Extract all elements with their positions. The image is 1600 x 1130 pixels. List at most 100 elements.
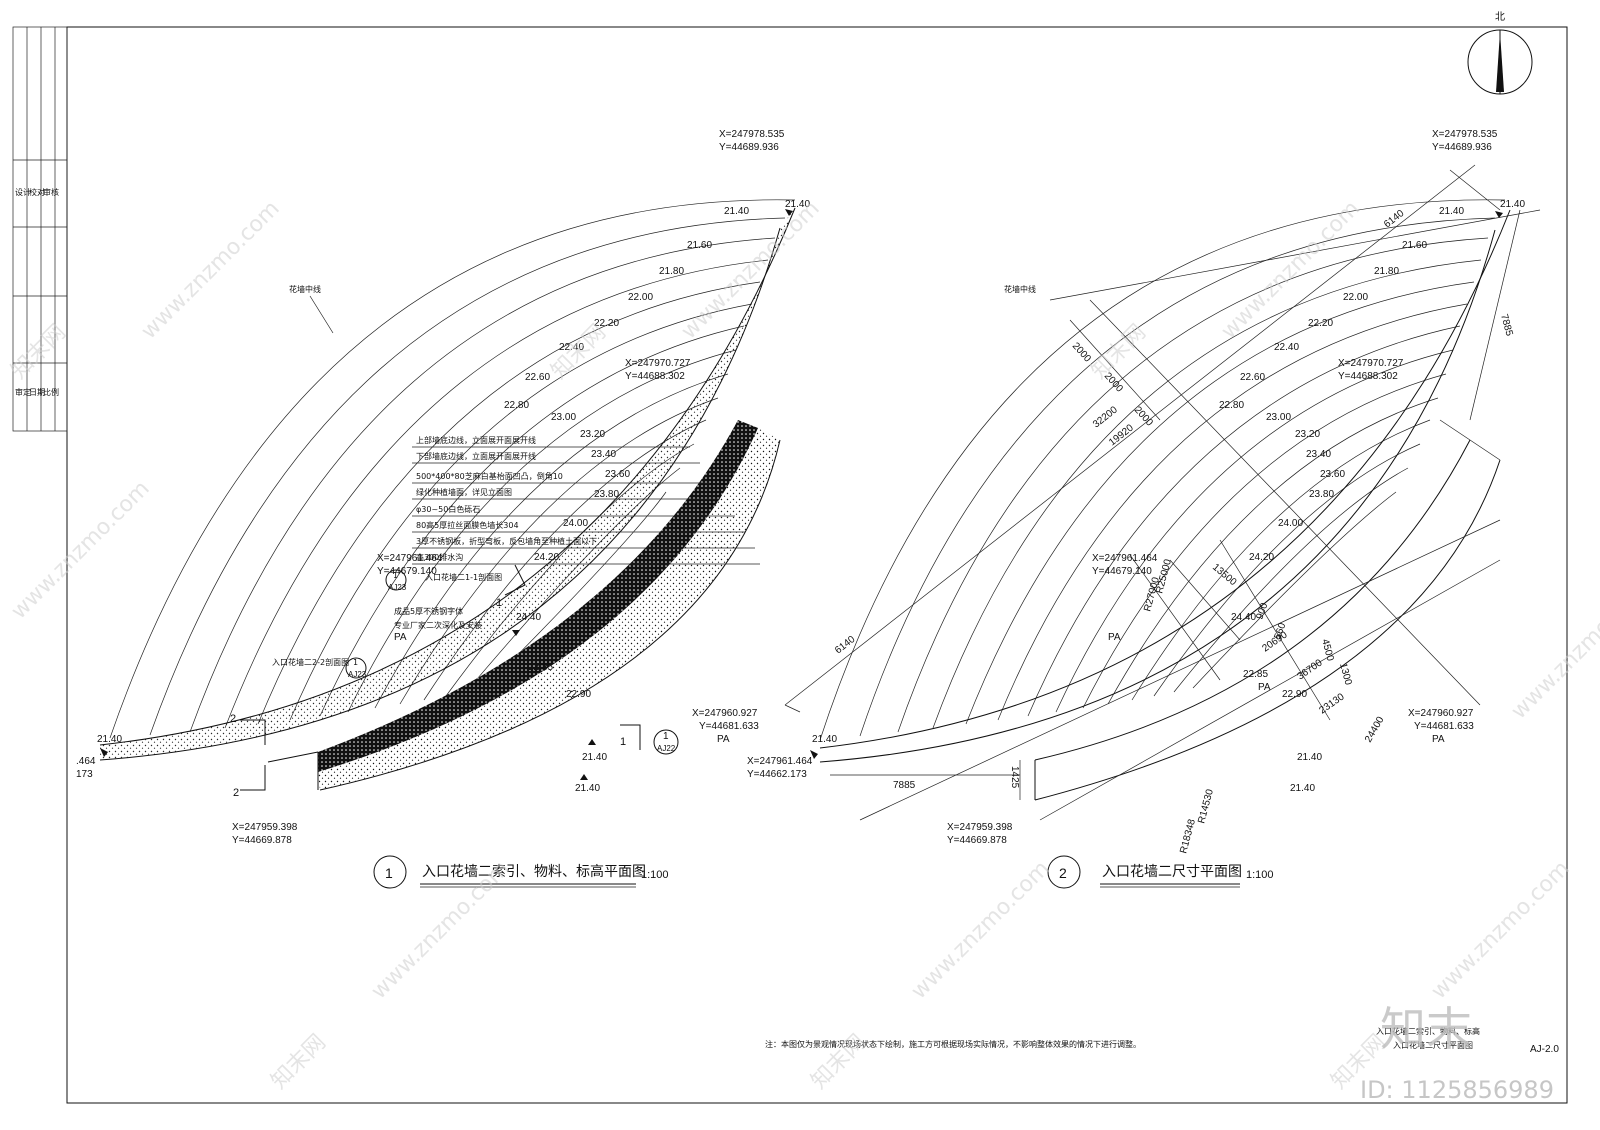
strip-label-6: 比例 bbox=[43, 387, 59, 397]
p1-note-1: 上部墙底边线，立面展开面展开线 bbox=[416, 435, 536, 445]
p1-coord-top-y: Y=44689.936 bbox=[719, 142, 779, 153]
p1-sec-mark-4: 2 bbox=[233, 787, 239, 799]
watermark-site-6: www.znzmo.com bbox=[1427, 856, 1575, 1004]
p2-elev-1: 21.40 bbox=[1439, 206, 1464, 217]
watermark-brand-1: 知末网 bbox=[7, 320, 71, 384]
p2-title-num: 2 bbox=[1059, 865, 1067, 881]
p1-elev-x5: 21.40 bbox=[582, 752, 607, 763]
p2-pa-left: PA bbox=[1108, 632, 1121, 643]
p2-coord-left-x: X=247961.464 bbox=[1092, 553, 1158, 564]
p2-elev-8: 22.80 bbox=[1219, 400, 1244, 411]
watermark-site-2: www.znzmo.com bbox=[677, 196, 825, 344]
p1-elev-14: 24.00 bbox=[563, 518, 588, 529]
p2-title-scale: 1:100 bbox=[1246, 869, 1274, 881]
p2-elev-5: 22.20 bbox=[1308, 318, 1333, 329]
p2-dim-11: R14530 bbox=[1196, 788, 1216, 825]
p1-pa-left: PA bbox=[394, 632, 407, 643]
p1-elev-3: 21.80 bbox=[659, 266, 684, 277]
north-arrow: 北 bbox=[1467, 11, 1533, 95]
p2-coord-right-x: X=247960.927 bbox=[1408, 708, 1474, 719]
p1-elev-x1: 21.40 bbox=[97, 734, 122, 745]
p2-dim-10: 1425 bbox=[1009, 766, 1020, 789]
p1-note-leaders bbox=[412, 446, 760, 565]
p1-elev-1: 21.40 bbox=[724, 206, 749, 217]
p1-index-b-num: 1 bbox=[663, 731, 669, 742]
watermark-site-7: www.znzmo.com bbox=[7, 476, 155, 624]
p2-dim-18: 24400 bbox=[1363, 715, 1387, 745]
p1-letter-note-2: 专业厂家二次深化及安装 bbox=[394, 620, 482, 630]
watermark-brand-4: 知末网 bbox=[267, 1030, 331, 1094]
p2-dim-20: 1300 bbox=[1337, 662, 1353, 687]
p1-elev-8: 22.80 bbox=[504, 400, 529, 411]
watermark-brand-2: 知末网 bbox=[547, 320, 611, 384]
p2-elev-7: 22.60 bbox=[1240, 372, 1265, 383]
p1-elev-x4: 22.85 bbox=[528, 662, 553, 673]
plan1-drawing bbox=[99, 199, 796, 791]
drawing-border bbox=[66, 26, 1568, 1104]
p1-elev-15: 24.20 bbox=[534, 552, 559, 563]
p1-elev-13: 23.80 bbox=[594, 489, 619, 500]
p1-center-label: 花墙中线 bbox=[289, 284, 321, 294]
p1-coord-bottom-y: Y=44669.878 bbox=[232, 835, 292, 846]
p2-elev-6: 22.40 bbox=[1274, 342, 1299, 353]
watermark: www.znzmo.com www.znzmo.com www.znzmo.co… bbox=[7, 196, 1600, 1094]
p1-elev-7: 22.60 bbox=[525, 372, 550, 383]
p1-note-6: 80高5厚拉丝面膜色墙长304 bbox=[416, 520, 519, 530]
p2-title-text: 入口花墙二尺寸平面图 bbox=[1102, 864, 1242, 880]
p1-elev-x3: 22.90 bbox=[566, 689, 591, 700]
watermark-site-1: www.znzmo.com bbox=[137, 196, 285, 344]
p2-coord-mid-x: X=247970.727 bbox=[1338, 358, 1404, 369]
p1-sec-mark-3: 2 bbox=[230, 713, 236, 725]
p2-elev-22: 21.40 bbox=[1290, 783, 1315, 794]
p1-elev-4: 22.00 bbox=[628, 292, 653, 303]
p2-elev-11: 23.40 bbox=[1306, 449, 1331, 460]
p1-index-a-num: 1 bbox=[393, 571, 398, 580]
p2-elev-13: 23.80 bbox=[1309, 489, 1334, 500]
strip-label-4: 审定 bbox=[15, 387, 31, 397]
p2-elev-9: 23.00 bbox=[1266, 412, 1291, 423]
p1-coord-top-x: X=247978.535 bbox=[719, 129, 785, 140]
p1-section-1: 入口花墙二1-1剖面图 bbox=[425, 572, 502, 582]
p1-coord-mid-x: X=247970.727 bbox=[625, 358, 691, 369]
p1-note-8: 高300排水沟 bbox=[416, 552, 463, 562]
p1-title-scale: 1:100 bbox=[641, 869, 669, 881]
p1-elev-9: 23.00 bbox=[551, 412, 576, 423]
p2-coord-top-y: Y=44689.936 bbox=[1432, 142, 1492, 153]
p1-elev-11: 23.40 bbox=[591, 449, 616, 460]
strip-label-1: 设计 bbox=[15, 187, 31, 197]
p2-center-label: 花墙中线 bbox=[1004, 284, 1036, 294]
p1-coord-right-x: X=247960.927 bbox=[692, 708, 758, 719]
sheet-title-1: 入口花墙二索引、物料、标高 bbox=[1376, 1026, 1480, 1036]
p2-dim-7: 6140 bbox=[833, 634, 858, 657]
p2-elev-16: 24.40 bbox=[1231, 612, 1256, 623]
p2-dim-8: 7885 bbox=[1498, 313, 1514, 338]
p1-elev-5: 22.20 bbox=[594, 318, 619, 329]
p2-elev-15: 24.20 bbox=[1249, 552, 1274, 563]
plan1-title: 1 入口花墙二索引、物料、标高平面图 1:100 bbox=[373, 855, 669, 889]
p2-coord-mid-y: Y=44688.302 bbox=[1338, 371, 1398, 382]
p2-dim-6: 19920 bbox=[1107, 422, 1136, 448]
p1-pa-right: PA bbox=[717, 734, 730, 745]
watermark-site-5: www.znzmo.com bbox=[907, 856, 1055, 1004]
p2-coord-top-x: X=247978.535 bbox=[1432, 129, 1498, 140]
sheet-title-2: 入口花墙二尺寸平面图 bbox=[1393, 1040, 1473, 1050]
p2-elev-4: 22.00 bbox=[1343, 292, 1368, 303]
p1-elev-x6: 21.40 bbox=[575, 783, 600, 794]
p2-elev-10: 23.20 bbox=[1295, 429, 1320, 440]
p2-dim-16: 36700 bbox=[1295, 657, 1324, 682]
p2-pa-mid: PA bbox=[1258, 682, 1271, 693]
p1-elev-10: 23.20 bbox=[580, 429, 605, 440]
p1-note-4: 绿化种植墙面，详见立面图 bbox=[416, 487, 512, 497]
watermark-id: ID: 1125856989 bbox=[1360, 1076, 1554, 1104]
p2-dim-12: R18348 bbox=[1178, 818, 1198, 855]
p1-coord-mid-y: Y=44688.302 bbox=[625, 371, 685, 382]
p1-index-c-sheet: AJ23 bbox=[348, 670, 367, 679]
p2-dim-9: 7885 bbox=[893, 780, 916, 791]
plan2-drawing bbox=[784, 164, 1541, 821]
p1-elev-16: 24.40 bbox=[516, 612, 541, 623]
p2-elev-2: 21.60 bbox=[1402, 240, 1427, 251]
p2-elev-17: 21.40 bbox=[812, 734, 837, 745]
p1-elev-2: 21.60 bbox=[687, 240, 712, 251]
p1-coord-bottom-x: X=247959.398 bbox=[232, 822, 298, 833]
footer-note: 注：本图仅为景观情况现场状态下绘制，施工方可根据现场实际情况，不影响整体效果的情… bbox=[765, 1039, 1141, 1049]
